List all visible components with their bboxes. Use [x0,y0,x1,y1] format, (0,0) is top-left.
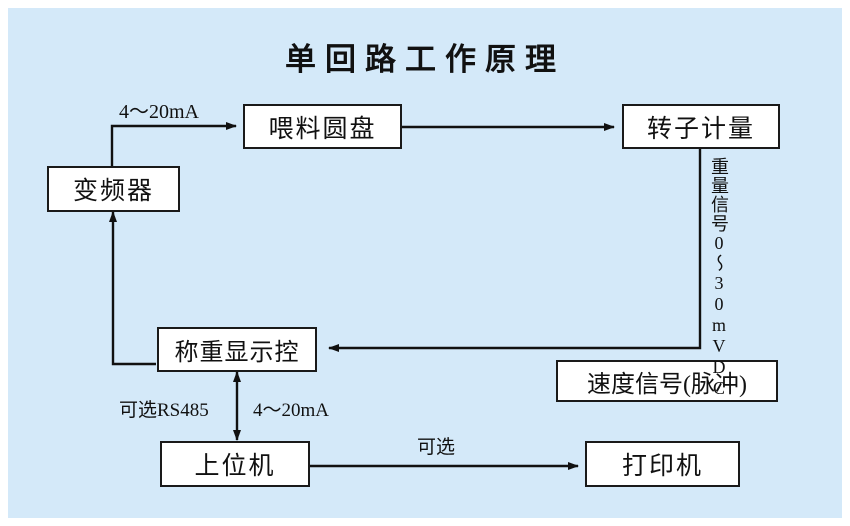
edge-label-rotor-to-weigh-ctrl: 重量信号0～30mVDC [709,157,729,399]
edge-label-weigh-ctrl-host-right: 4～20mA [253,400,330,421]
node-inverter[interactable]: 变频器 [47,166,180,212]
node-speed-signal[interactable]: 速度信号(脉冲) [556,360,778,402]
node-printer-label: 打印机 [621,453,703,480]
node-rotor-meter-label: 转子计量 [646,115,755,143]
edge-label-host-to-printer: 可选 [417,437,456,458]
node-rotor-meter[interactable]: 转子计量 [622,104,780,149]
page-title: 单回路工作原理 [285,42,565,77]
edge-label-weigh-ctrl-host-left: 可选RS485 [119,400,209,421]
edge-label-inverter-to-feed-disk: 4～20mA [119,101,199,123]
node-printer[interactable]: 打印机 [585,441,740,487]
node-weighing-display-controller-label: 称重显示控 [174,340,300,366]
edge-inverter-to-feed-disk [110,122,237,166]
edge-rotor-to-weigh-ctrl [328,148,702,352]
edge-weigh-ctrl-to-inverter [109,211,156,366]
node-host-pc-label: 上位机 [194,453,276,480]
node-inverter-label: 变频器 [72,178,154,205]
node-feed-disk-label: 喂料圆盘 [268,115,377,143]
node-host-pc[interactable]: 上位机 [160,441,310,487]
diagram-canvas [8,8,842,518]
node-feed-disk[interactable]: 喂料圆盘 [243,104,402,149]
node-weighing-display-controller[interactable]: 称重显示控 [157,327,317,372]
node-speed-signal-label: 速度信号(脉冲) [587,371,747,398]
